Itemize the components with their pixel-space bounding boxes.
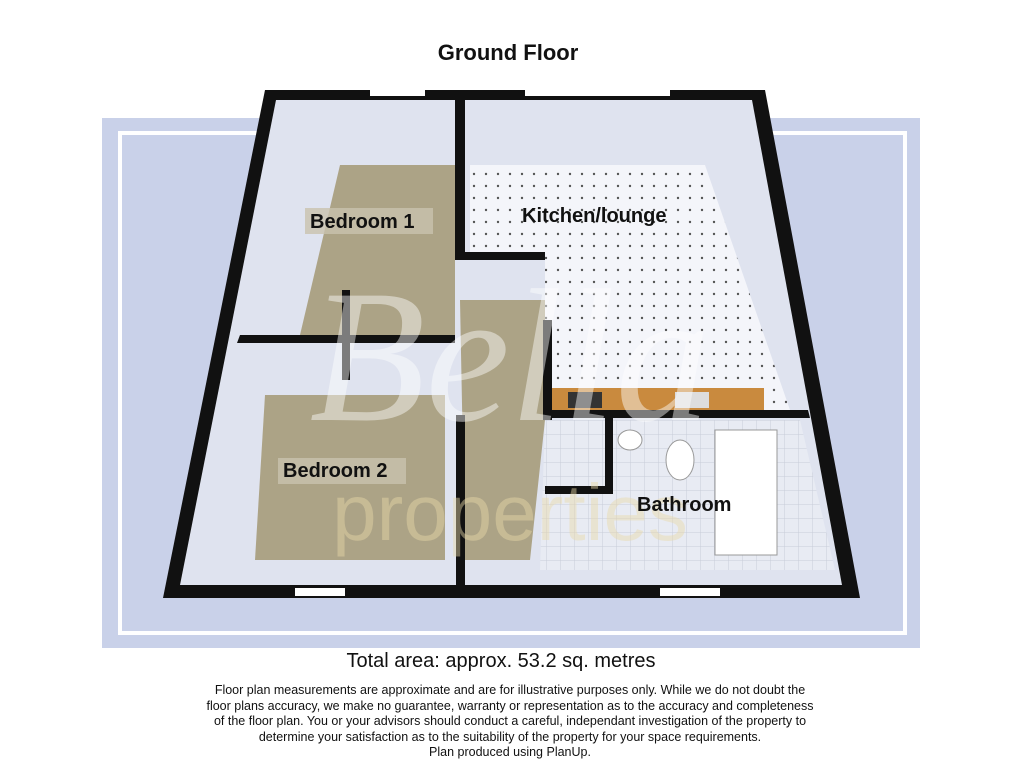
wall <box>545 486 613 494</box>
wall <box>455 95 465 255</box>
disclaimer-line: Floor plan measurements are approximate … <box>214 683 806 697</box>
total-area: Total area: approx. 53.2 sq. metres <box>346 650 656 672</box>
disclaimer-line: determine your satisfaction as to the su… <box>258 729 762 744</box>
wall <box>605 418 613 493</box>
disclaimer-line: floor plans accuracy, we make no guarant… <box>206 698 814 713</box>
basin <box>617 429 643 451</box>
window <box>525 88 670 96</box>
room-label-bathroom: Bathroom <box>637 494 731 516</box>
toilet <box>665 439 695 481</box>
window <box>370 88 425 96</box>
floor-title: Ground Floor <box>437 40 579 65</box>
wall <box>456 415 465 590</box>
window <box>295 588 345 596</box>
room-label-bedroom2: Bedroom 2 <box>283 460 387 482</box>
bedroom1-floor <box>300 165 455 335</box>
worktop <box>552 388 764 410</box>
window <box>660 588 720 596</box>
room-label-bedroom1: Bedroom 1 <box>310 211 414 233</box>
watermark-logo: Bella <box>310 252 711 462</box>
disclaimer-line: Plan produced using PlanUp. <box>429 745 591 759</box>
wall <box>543 320 552 420</box>
hob <box>568 392 602 408</box>
sink <box>675 392 709 408</box>
wall <box>342 290 350 380</box>
disclaimer-line: of the floor plan. You or your advisors … <box>213 714 807 728</box>
wall <box>455 252 545 260</box>
hall-floor <box>460 300 545 560</box>
wall <box>545 410 810 418</box>
bath <box>714 429 778 556</box>
room-label-kitchen: Kitchen/lounge <box>522 205 666 227</box>
disclaimer: Floor plan measurements are approximate … <box>170 683 850 761</box>
